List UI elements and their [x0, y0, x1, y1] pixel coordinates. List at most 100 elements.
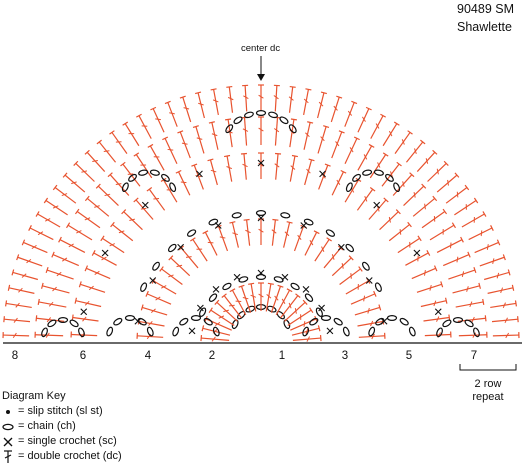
dc-stitch	[52, 254, 80, 267]
row-number-2: 2	[208, 350, 216, 362]
dc-stitch	[86, 267, 111, 280]
key-heading: Diagram Key	[2, 390, 66, 402]
dc-stitch-mark	[155, 296, 161, 301]
dc-stitch	[180, 247, 199, 269]
dc-stitch	[288, 86, 294, 113]
dc-stitch	[491, 318, 518, 323]
dc-stitch	[226, 155, 233, 182]
dc-stitch-mark	[413, 192, 416, 198]
dc-stitch-bar	[353, 136, 360, 141]
sc-stitch	[318, 304, 326, 312]
dc-stitch-mark	[81, 170, 88, 173]
dc-stitch-mark	[18, 287, 23, 293]
dc-stitch-bar	[147, 143, 154, 148]
dc-stitch	[93, 252, 117, 266]
dc-stitch-mark	[258, 293, 264, 298]
sc-stitch	[365, 277, 373, 284]
dc-stitch-bar	[338, 130, 345, 134]
dc-stitch	[344, 102, 355, 127]
dc-stitch-bar	[37, 298, 40, 306]
chain-stitch	[244, 111, 254, 119]
key-item-double-crochet: = double crochet (dc)	[2, 449, 122, 464]
dc-stitch	[148, 188, 166, 211]
chain-stitch	[464, 319, 474, 328]
chain-stitch	[325, 229, 336, 237]
dc-stitch	[201, 337, 230, 341]
dc-stitch-bar	[291, 154, 298, 158]
dc-stitch-bar	[464, 184, 470, 191]
dc-stitch	[8, 287, 35, 294]
dc-stitch-bar	[454, 172, 460, 178]
dc-stitch	[161, 268, 183, 285]
dc-stitch	[153, 280, 177, 295]
dc-stitch-mark	[273, 95, 279, 100]
dc-stitch	[167, 102, 178, 127]
dc-stitch	[270, 286, 282, 313]
dc-stitch	[412, 197, 436, 217]
dc-stitch-bar	[133, 197, 139, 203]
dc-stitch	[17, 256, 43, 267]
dc-stitch-mark	[223, 309, 229, 313]
dc-stitch-bar	[91, 250, 96, 256]
dc-stitch	[197, 92, 205, 119]
dc-stitch	[163, 179, 178, 203]
chain-stitch	[238, 276, 249, 283]
chain-stitch	[342, 326, 350, 337]
repeat-note-line2: repeat	[472, 391, 504, 403]
sc-stitch	[212, 285, 220, 293]
dc-stitch	[421, 211, 446, 229]
chain-stitch	[352, 173, 361, 182]
dc-stitch	[483, 271, 510, 281]
row-number-7: 7	[470, 350, 478, 362]
dc-stitch	[392, 174, 413, 196]
dc-stitch	[5, 302, 32, 309]
dc-stitch-bar	[473, 266, 477, 274]
chain-stitch	[268, 111, 278, 119]
dc-stitch-bar	[373, 290, 377, 297]
dc-stitch-mark	[336, 179, 341, 186]
dc-stitch-bar	[478, 282, 481, 289]
dc-stitch-bar	[243, 218, 250, 221]
dc-stitch-bar	[3, 316, 5, 323]
dc-stitch	[112, 224, 134, 242]
chain-stitch	[225, 124, 234, 134]
dc-stitch-bar	[207, 158, 214, 162]
dc-stitch-mark	[364, 195, 368, 202]
dc-stitch-bar	[443, 160, 449, 166]
dc-stitch	[344, 179, 359, 203]
dc-stitch-bar	[383, 197, 389, 203]
dc-stitch-bar	[467, 251, 471, 258]
dc-stitch	[304, 231, 318, 256]
slip-stitch-icon	[6, 410, 10, 414]
dc-stitch-mark	[181, 142, 188, 145]
key-item-slip-stitch: = slip stitch (sl st)	[2, 404, 122, 419]
dc-stitch-mark	[61, 193, 68, 197]
dc-stitch-bar	[162, 136, 169, 141]
dc-stitch-bar	[317, 325, 321, 332]
dc-stitch-bar	[407, 130, 413, 135]
dc-stitch-mark	[318, 101, 324, 107]
dc-stitch-mark	[363, 154, 368, 160]
dc-stitch	[142, 306, 168, 316]
chain-stitch	[78, 327, 85, 338]
dc-stitch	[289, 155, 296, 182]
dc-stitch	[204, 231, 218, 256]
dc-stitch-mark	[46, 317, 52, 323]
chain-stitch	[304, 293, 314, 302]
dc-stitch-mark	[109, 243, 115, 247]
dc-stitch	[45, 199, 68, 216]
dc-stitch	[227, 119, 233, 148]
dc-stitch	[397, 237, 420, 254]
dc-stitch	[76, 211, 101, 229]
dc-stitch-mark	[88, 285, 94, 291]
dc-stitch-mark	[155, 118, 161, 121]
dc-stitch-bar	[192, 125, 199, 129]
dc-stitch	[97, 185, 119, 207]
dc-stitch-bar	[229, 288, 236, 293]
dc-stitch-bar	[190, 237, 196, 242]
dc-stitch	[202, 327, 231, 336]
dc-stitch-mark	[466, 286, 469, 292]
repeat-note: 2 row repeat	[463, 378, 513, 404]
dc-stitch-mark	[492, 258, 495, 265]
dc-stitch-mark	[284, 231, 290, 237]
